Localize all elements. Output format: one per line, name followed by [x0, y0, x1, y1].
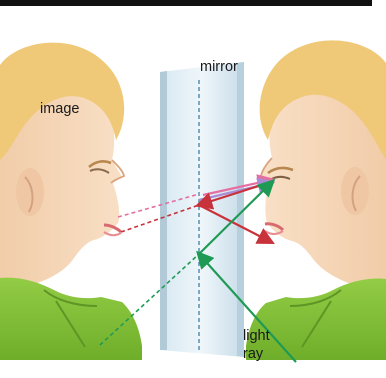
light-ray-label: light ray — [243, 327, 270, 363]
light-ray-label-line-2: ray — [243, 345, 270, 363]
image-person — [0, 43, 142, 360]
mirror-pane — [160, 62, 244, 357]
mirror-label: mirror — [200, 58, 238, 76]
observer-person — [246, 40, 386, 360]
image-label: image — [40, 100, 80, 118]
light-ray-label-line-1: light — [243, 327, 270, 345]
